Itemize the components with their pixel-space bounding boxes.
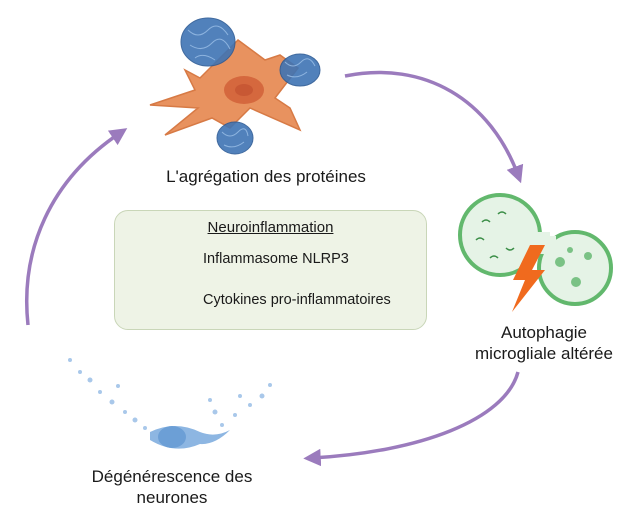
degeneration-label-line1: Dégénérescence des (91, 467, 253, 486)
arrow-autophagy-to-degeneration (303, 371, 520, 467)
arrow-aggregation-to-autophagy (344, 70, 524, 184)
protein-aggregation-cell-icon (149, 17, 321, 155)
protein-aggregation-label: L'agrégation des protéines (166, 167, 366, 186)
autophagy-label-line2: microgliale altérée (475, 344, 613, 363)
degeneration-label-line2: neurones (136, 488, 208, 507)
autophagy-label-line1: Autophagie (500, 323, 588, 342)
neuroinflammation-title: Neuroinflammation (207, 219, 334, 236)
microglia-cell-icon (458, 193, 613, 312)
neuron-degeneration-label: Dégénérescence des neurones (62, 466, 282, 508)
neuroinflammation-box: Neuroinflammation Inflammasome NLRP3 Cyt… (114, 210, 427, 330)
degenerating-neuron-icon (68, 358, 272, 449)
lightning-icon (512, 245, 545, 312)
arrow-degeneration-to-aggregation (25, 128, 128, 326)
inflammasome-label: Inflammasome NLRP3 (203, 251, 349, 267)
cytokines-label: Cytokines pro-inflammatoires (203, 292, 391, 308)
autophagy-label: Autophagie microgliale altérée (458, 322, 630, 364)
